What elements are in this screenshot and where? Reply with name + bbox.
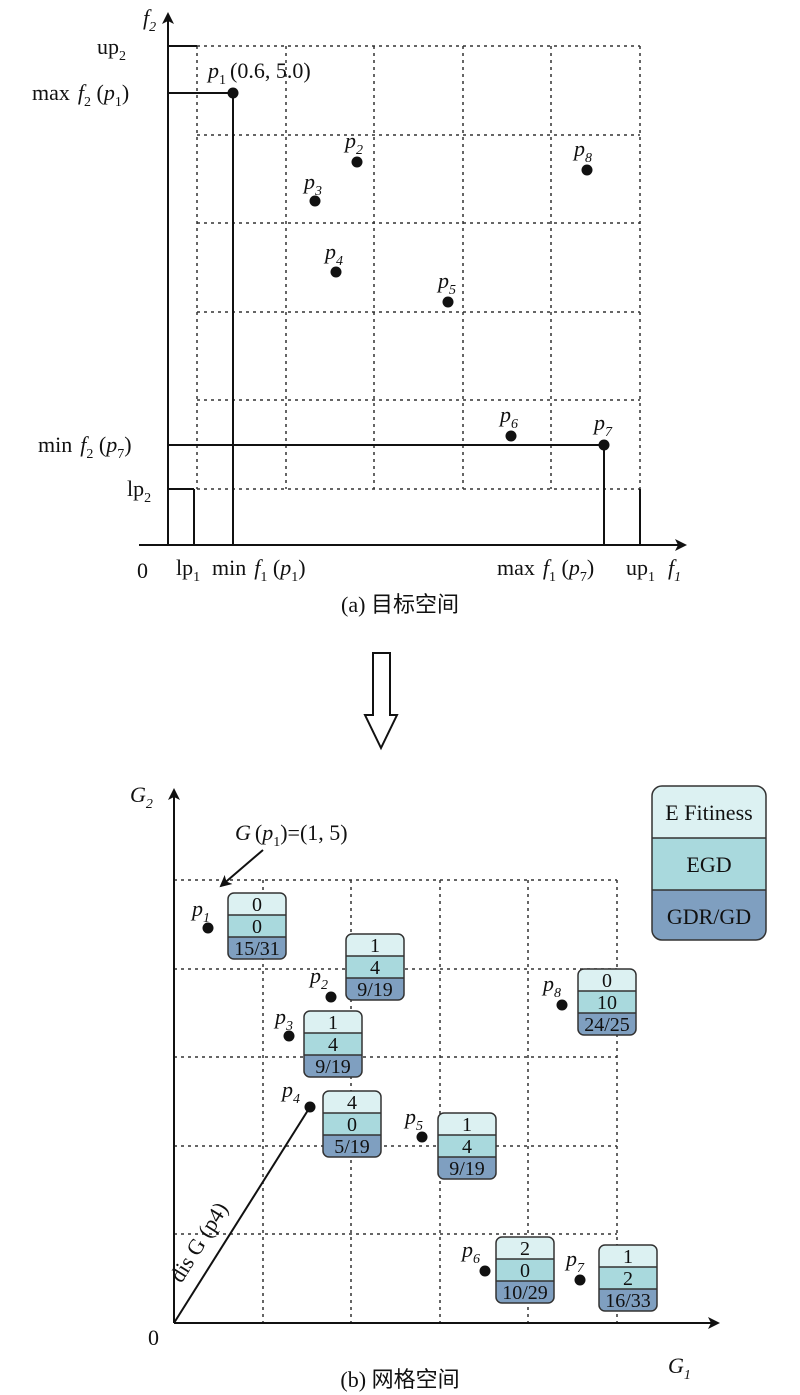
- gdr-gd-value: 9/19: [357, 979, 393, 1001]
- grid-label-p5: p5: [403, 1104, 423, 1134]
- egd-value: 4: [328, 1034, 338, 1056]
- grid-label-p8: p8: [541, 971, 561, 1001]
- lp2-label: lp2: [127, 476, 151, 506]
- fitness-box-p4: 405/19: [322, 1090, 382, 1158]
- grid-label-p3: p3: [273, 1004, 293, 1034]
- legend-row2-bg: [652, 838, 766, 890]
- point-p4: [330, 266, 342, 278]
- grid-point-p1: [202, 922, 214, 934]
- egd-value: 0: [520, 1260, 530, 1282]
- down-arrow-icon: [363, 652, 399, 751]
- lp1-label: lp1: [176, 555, 200, 585]
- g-p1-pointer-arrow: [219, 849, 264, 888]
- efitness-value: 0: [602, 970, 612, 992]
- fitness-box-p5: 149/19: [437, 1112, 497, 1180]
- grid-space-panel: G2 G1 0 G(p1)=(1, 5) dis G (p4) p1 p2 p3…: [130, 782, 767, 1392]
- g2-axis-label: G2: [130, 782, 153, 812]
- label-p5: p5: [436, 268, 456, 298]
- caption-a: (a) 目标空间: [341, 592, 459, 617]
- legend-row3-bg: [652, 890, 766, 940]
- egd-value: 0: [252, 916, 262, 938]
- f2-axis-label: f2: [143, 5, 156, 35]
- label-p1: p1(0.6, 5.0): [206, 58, 311, 88]
- efitness-value: 1: [462, 1114, 472, 1136]
- fitness-box-p3: 149/19: [303, 1010, 363, 1078]
- grid-point-p3: [283, 1030, 295, 1042]
- caption-b: (b) 网格空间: [340, 1367, 459, 1392]
- f1-axis-label: f1: [668, 555, 681, 585]
- objective-points: [227, 87, 610, 451]
- label-p2: p2: [343, 128, 363, 158]
- fitness-box-p2: 149/19: [345, 933, 405, 1001]
- point-p7: [598, 439, 610, 451]
- objective-grid: [196, 45, 641, 490]
- point-p5: [442, 296, 454, 308]
- point-p3: [309, 195, 321, 207]
- point-p1: [227, 87, 239, 99]
- efitness-value: 1: [370, 935, 380, 957]
- legend-row3-label: GDR/GD: [667, 904, 751, 929]
- grid-point-p5: [416, 1131, 428, 1143]
- grid-point-p4: [304, 1101, 316, 1113]
- gdr-gd-value: 5/19: [334, 1136, 370, 1158]
- gdr-gd-value: 24/25: [584, 1014, 630, 1036]
- top-origin-label: 0: [137, 558, 148, 583]
- efitness-value: 4: [347, 1092, 357, 1114]
- legend: E Fitiness EGD GDR/GD: [651, 785, 767, 941]
- grid-points: [202, 922, 586, 1286]
- point-p6: [505, 430, 517, 442]
- label-p6: p6: [498, 402, 518, 432]
- egd-value: 10: [597, 992, 617, 1014]
- gdr-gd-value: 9/19: [449, 1158, 485, 1180]
- legend-row2-label: EGD: [686, 852, 731, 877]
- label-p7: p7: [592, 410, 613, 440]
- g1-axis-label: G1: [668, 1353, 691, 1383]
- egd-value: 4: [462, 1136, 472, 1158]
- label-p8: p8: [572, 136, 592, 166]
- grid-label-p2: p2: [308, 963, 328, 993]
- gdr-gd-value: 10/29: [502, 1282, 548, 1304]
- grid-point-p6: [479, 1265, 491, 1277]
- efitness-value: 0: [252, 894, 262, 916]
- egd-value: 0: [347, 1114, 357, 1136]
- egd-value: 4: [370, 957, 380, 979]
- grid-point-p2: [325, 991, 337, 1003]
- bottom-origin-label: 0: [148, 1325, 159, 1350]
- up2-label: up2: [97, 34, 126, 64]
- point-p2: [351, 156, 363, 168]
- bound-lines: [168, 45, 641, 545]
- efitness-value: 1: [623, 1246, 633, 1268]
- label-p3: p3: [302, 169, 322, 199]
- grid-point-p8: [556, 999, 568, 1011]
- grid-label-p7: p7: [564, 1246, 585, 1276]
- grid-label-p4: p4: [280, 1077, 300, 1107]
- gdr-gd-value: 15/31: [234, 938, 280, 960]
- egd-value: 2: [623, 1268, 633, 1290]
- dis-g-line: [173, 1106, 311, 1324]
- efitness-value: 2: [520, 1238, 530, 1260]
- label-p4: p4: [323, 239, 343, 269]
- grid-point-p7: [574, 1274, 586, 1286]
- efitness-value: 1: [328, 1012, 338, 1034]
- up1-label: up1: [626, 555, 655, 585]
- point-p8: [581, 164, 593, 176]
- grid-label-p1: p1: [190, 896, 210, 926]
- gdr-gd-value: 9/19: [315, 1056, 351, 1078]
- gdr-gd-value: 16/33: [605, 1290, 651, 1312]
- grid-label-p6: p6: [460, 1237, 480, 1267]
- legend-row1-label: E Fitiness: [665, 800, 752, 825]
- g-p1-annotation: G(p1)=(1, 5): [235, 820, 348, 850]
- legend-row1-bg: [652, 786, 766, 838]
